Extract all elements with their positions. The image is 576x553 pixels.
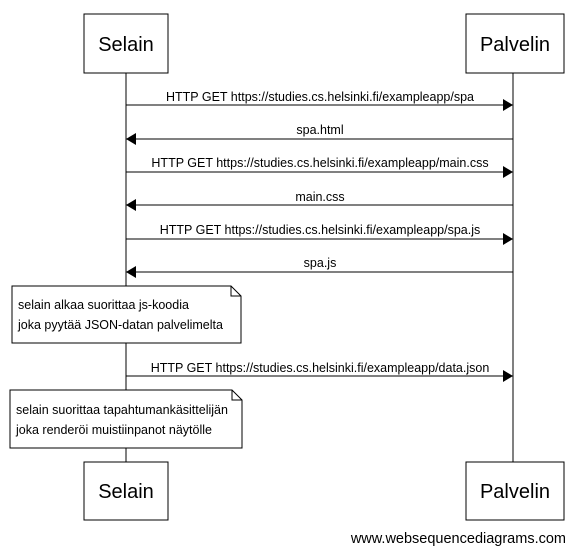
message-label: HTTP GET https://studies.cs.helsinki.fi/… xyxy=(160,223,481,237)
note-line: selain alkaa suorittaa js-koodia xyxy=(18,298,189,312)
note-line: joka renderöi muistiinpanot näytölle xyxy=(15,423,212,437)
message-6: spa.js xyxy=(126,256,513,278)
message-1: HTTP GET https://studies.cs.helsinki.fi/… xyxy=(126,90,513,111)
message-4: main.css xyxy=(126,190,513,211)
message-7: HTTP GET https://studies.cs.helsinki.fi/… xyxy=(126,361,513,382)
message-2: spa.html xyxy=(126,123,513,145)
message-label: spa.js xyxy=(304,256,337,270)
note-line: selain suorittaa tapahtumankäsittelijän xyxy=(16,403,228,417)
note-2: selain suorittaa tapahtumankäsittelijän … xyxy=(9,389,243,449)
participant-selain-bottom: Selain xyxy=(83,461,169,521)
participant-label: Palvelin xyxy=(480,481,550,503)
watermark-text: www.websequencediagrams.com xyxy=(350,531,566,547)
note-1: selain alkaa suorittaa js-koodia joka py… xyxy=(11,285,242,344)
message-5: HTTP GET https://studies.cs.helsinki.fi/… xyxy=(126,223,513,245)
message-label: HTTP GET https://studies.cs.helsinki.fi/… xyxy=(151,156,488,170)
message-label: spa.html xyxy=(296,123,343,137)
message-label: HTTP GET https://studies.cs.helsinki.fi/… xyxy=(151,361,490,375)
message-3: HTTP GET https://studies.cs.helsinki.fi/… xyxy=(126,156,513,178)
message-label: HTTP GET https://studies.cs.helsinki.fi/… xyxy=(166,90,474,104)
participant-label: Selain xyxy=(98,34,154,56)
participant-label: Selain xyxy=(98,481,154,503)
participant-label: Palvelin xyxy=(480,34,550,56)
message-label: main.css xyxy=(295,190,344,204)
participant-selain-top: Selain xyxy=(83,13,169,74)
participant-palvelin-bottom: Palvelin xyxy=(465,461,565,521)
participant-palvelin-top: Palvelin xyxy=(465,13,565,74)
note-line: joka pyytää JSON-datan palvelimelta xyxy=(17,318,223,332)
